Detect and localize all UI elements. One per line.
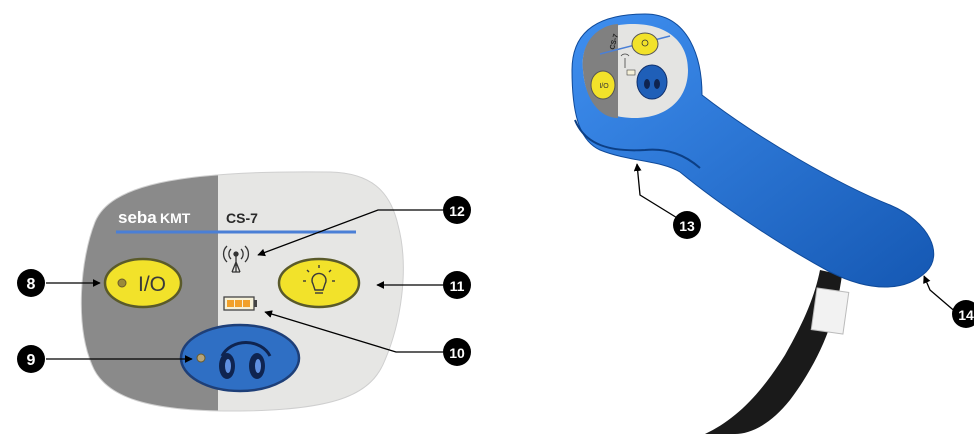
- mini-headphones-button[interactable]: [636, 64, 668, 100]
- panel-outline: [80, 171, 404, 412]
- mini-battery-icon: [626, 69, 636, 76]
- battery-icon: [223, 296, 257, 311]
- callout-14: 14: [952, 300, 974, 328]
- callout-9-label: 9: [27, 352, 36, 369]
- mini-model-label: CS-7: [609, 33, 620, 50]
- callout-lines: [46, 163, 959, 363]
- callout-12: 12: [443, 196, 471, 224]
- callout-11: 11: [443, 271, 471, 299]
- callout-8-label: 8: [27, 276, 36, 293]
- callout-9: 9: [17, 345, 45, 373]
- headphones-icon: [219, 341, 272, 379]
- mini-power-label: I/O: [599, 83, 609, 90]
- mini-light-bulb-icon: [641, 39, 649, 47]
- power-button[interactable]: I/O: [103, 257, 183, 309]
- light-bulb-icon: [303, 265, 335, 294]
- callout-13-label: 13: [679, 218, 695, 234]
- cable-label: [810, 287, 850, 335]
- callout-14-label: 14: [958, 307, 974, 323]
- mini-antenna-icon: [620, 53, 630, 68]
- callout-13: 13: [673, 211, 701, 239]
- callout-line-10: [264, 310, 443, 353]
- headphones-led: [196, 353, 206, 363]
- control-panel: seba KMT CS-7 I/O: [80, 171, 404, 412]
- callout-12-label: 12: [449, 203, 465, 219]
- mini-light-button[interactable]: [631, 32, 659, 56]
- callout-line-13: [633, 163, 688, 225]
- handset-seam: [574, 119, 701, 169]
- handset: CS-7 I/O: [571, 13, 935, 434]
- power-led: [117, 278, 127, 288]
- headphones-button[interactable]: [179, 323, 301, 393]
- callout-line-14: [923, 275, 959, 315]
- mini-headphones-icon: [644, 79, 650, 89]
- power-button-label: I/O: [138, 273, 166, 296]
- brand-seba: seba: [118, 208, 157, 227]
- handset-mini-panel: CS-7 I/O: [582, 23, 688, 119]
- callout-10: 10: [443, 338, 471, 366]
- light-button[interactable]: [277, 257, 361, 309]
- callout-11-label: 11: [450, 278, 465, 294]
- mini-power-button[interactable]: I/O: [590, 70, 616, 100]
- callout-10-label: 10: [449, 345, 465, 361]
- model-label: CS-7: [226, 210, 258, 226]
- brand-kmt: KMT: [160, 210, 191, 226]
- antenna-icon: [222, 245, 250, 273]
- handset-cable: [705, 270, 850, 434]
- callout-line-12: [257, 209, 443, 257]
- callout-8: 8: [17, 269, 45, 297]
